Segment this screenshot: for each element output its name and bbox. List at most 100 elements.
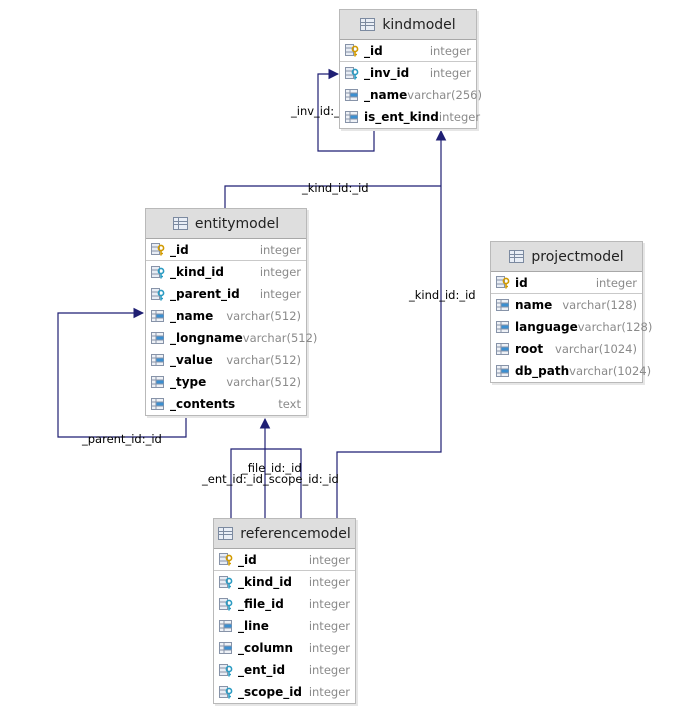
foreign-key-icon (151, 287, 166, 301)
relation-line-parent-id[interactable] (57, 307, 187, 438)
column-name: _contents (170, 397, 236, 411)
column-row[interactable]: _kind_id integer (214, 571, 355, 593)
column-type: varchar(512) (226, 353, 301, 367)
relation-label-entity-kind-id: _kind_id:_id (302, 181, 369, 195)
column-type: integer (308, 619, 350, 633)
column-row[interactable]: _inv_id integer (340, 62, 476, 84)
relation-label-reference-kind-id: _kind_id:_id (409, 288, 476, 302)
relation-label-parent-id: _parent_id:_id (82, 432, 162, 446)
table-icon (360, 18, 376, 31)
table-header[interactable]: referencemodel (214, 519, 355, 549)
column-name: _id (170, 242, 189, 257)
column-type: integer (429, 43, 471, 58)
column-icon (151, 397, 166, 411)
foreign-key-icon (219, 685, 234, 699)
column-icon (345, 88, 360, 102)
column-type: varchar(512) (226, 309, 301, 323)
relation-line-file-id[interactable] (230, 448, 302, 518)
column-type: varchar(256) (407, 88, 482, 102)
column-type: varchar(512) (226, 375, 301, 389)
column-icon (151, 309, 166, 323)
column-type: varchar(512) (242, 331, 318, 345)
foreign-key-icon (151, 265, 166, 279)
relation-label-ent-scope-id: _ent_id:_id_scope_id:_id (202, 472, 339, 486)
column-name: _inv_id (364, 66, 410, 80)
column-name: _kind_id (170, 265, 224, 279)
column-icon (151, 331, 166, 345)
table-icon (172, 217, 188, 230)
primary-key-icon (496, 276, 511, 289)
column-row[interactable]: _name varchar(512) (146, 305, 306, 327)
foreign-key-icon (219, 597, 234, 611)
table-title: kindmodel (382, 16, 456, 33)
column-icon (496, 342, 511, 356)
column-type: varchar(1024) (555, 342, 637, 356)
column-icon (151, 375, 166, 389)
column-icon (345, 110, 360, 124)
relation-line-inv-id[interactable] (317, 68, 375, 152)
column-name: _longname (170, 331, 243, 345)
column-type: integer (259, 265, 301, 279)
column-type: integer (308, 575, 350, 589)
column-icon (496, 364, 511, 378)
column-type: integer (429, 66, 471, 80)
table-header[interactable]: entitymodel (146, 209, 306, 239)
table-header[interactable]: kindmodel (340, 10, 476, 40)
column-name: _kind_id (238, 575, 292, 589)
column-name: id (515, 275, 528, 290)
table-title: referencemodel (240, 525, 351, 542)
column-name: _name (364, 88, 408, 102)
relation-line-reference-kind-id[interactable] (336, 129, 447, 518)
relation-line-entity-kind-id[interactable] (224, 185, 441, 208)
column-name: _scope_id (238, 685, 302, 699)
column-name: _name (170, 309, 214, 323)
column-icon (219, 619, 234, 633)
column-name: language (515, 320, 578, 334)
column-type: varchar(128) (577, 320, 653, 334)
table-header[interactable]: projectmodel (491, 242, 642, 272)
column-row[interactable]: _id integer (340, 40, 476, 62)
table-title: projectmodel (531, 248, 624, 265)
column-row[interactable]: _kind_id integer (146, 261, 306, 283)
table-title: entitymodel (194, 215, 280, 232)
column-name: name (515, 298, 553, 312)
relation-label-inv-id: _inv_id:_ (291, 104, 340, 118)
column-row[interactable]: _id integer (146, 239, 306, 261)
column-icon (151, 353, 166, 367)
column-name: _id (364, 43, 383, 58)
column-name: _file_id (238, 597, 284, 611)
column-name: _id (238, 552, 257, 567)
table-icon (218, 527, 234, 540)
column-type: integer (259, 242, 301, 257)
column-name: _ent_id (238, 663, 286, 677)
column-type: integer (308, 641, 350, 655)
column-type: integer (595, 275, 637, 290)
column-row[interactable]: id integer (491, 272, 642, 294)
